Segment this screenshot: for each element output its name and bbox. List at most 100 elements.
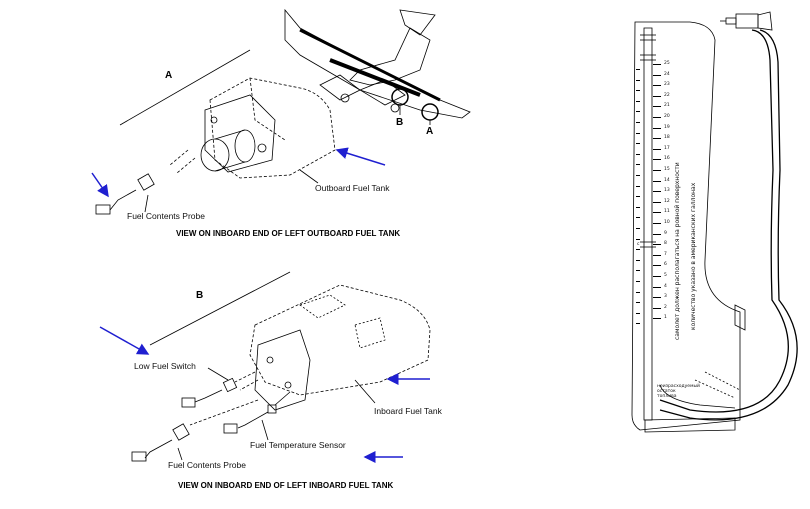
- callout-a-aircraft: A: [426, 126, 434, 137]
- gauge-nozzle: [735, 13, 759, 29]
- gauge-tick-6: 6: [664, 262, 667, 268]
- gauge-minor-tick: [636, 228, 640, 229]
- inboard-view-drawing: [131, 271, 431, 462]
- low-fuel-switch-connector: [181, 397, 196, 408]
- gauge-tick-mark: [653, 74, 661, 76]
- gauge-tick-16: 16: [664, 156, 670, 162]
- gauge-tick-mark: [653, 286, 661, 288]
- outboard-tank-outline: [209, 77, 336, 179]
- gauge-vertical-text-1: самолет должен располагаться на ровной п…: [674, 162, 681, 340]
- gauge-minor-tick: [636, 206, 640, 208]
- arrow-low-fuel-switch: [99, 326, 150, 355]
- inboard-probe-connector: [131, 451, 147, 462]
- gauge-tick-mark: [653, 64, 661, 65]
- gauge-tick-mark: [653, 106, 661, 108]
- gauge-tick-mark: [653, 180, 661, 182]
- gauge-tick-11: 11: [664, 209, 670, 215]
- gauge-minor-tick: [636, 164, 640, 166]
- gauge-minor-tick: [636, 249, 640, 251]
- gauge-tick-mark: [653, 148, 661, 150]
- gauge-minor-tick: [636, 132, 640, 134]
- gauge-tick-12: 12: [664, 198, 670, 204]
- outboard-fitting: [200, 138, 230, 172]
- aircraft-drawing: [284, 8, 471, 125]
- gauge-minor-tick: [636, 69, 640, 70]
- gauge-tick-mark: [653, 244, 661, 246]
- gauge-minor-tick: [636, 90, 640, 92]
- sight-gauge-drawing: [631, 11, 798, 433]
- gauge-tick-20: 20: [664, 114, 670, 119]
- tail: [399, 9, 436, 36]
- gauge-tick-mark: [653, 85, 661, 87]
- callout-a-main: A: [165, 70, 173, 81]
- gauge-tick-mark: [653, 191, 661, 193]
- gauge-tick-18: 18: [664, 135, 670, 141]
- gauge-tick-1: 1: [664, 315, 667, 321]
- gauge-tick-mark: [653, 254, 661, 256]
- gauge-tick-mark: [653, 297, 661, 299]
- gauge-tube: [643, 27, 653, 421]
- gauge-tick-19: 19: [664, 124, 670, 130]
- gauge-minor-tick: [636, 270, 640, 272]
- fuselage: [349, 27, 431, 86]
- gauge-minor-tick: [636, 143, 640, 145]
- gauge-minor-tick: [636, 79, 640, 81]
- gauge-minor-tick: [636, 185, 640, 187]
- gauge-tick-5: 5: [664, 273, 667, 278]
- inboard-tank-label: Inboard Fuel Tank: [374, 406, 442, 416]
- gauge-tick-mark: [653, 117, 661, 118]
- gauge-tick-7: 7: [664, 251, 667, 257]
- gauge-tick-mark: [653, 201, 661, 203]
- temp-sensor-connector: [223, 423, 238, 434]
- gauge-minor-tick: [636, 196, 640, 198]
- gauge-minor-tick: [636, 122, 640, 123]
- outboard-caption-part1: VIEW ON: [176, 229, 213, 238]
- gauge-minor-tick: [636, 312, 640, 314]
- gauge-vertical-text-2: количество указано в американских галлон…: [690, 182, 697, 330]
- gauge-tick-17: 17: [664, 145, 670, 151]
- gauge-frame: [631, 21, 741, 431]
- gauge-tick-10: 10: [664, 220, 670, 225]
- gauge-minor-tick: [636, 100, 640, 102]
- gauge-minor-tick: [636, 111, 640, 113]
- leader-line-a: [119, 49, 251, 126]
- gauge-tick-22: 22: [664, 92, 670, 98]
- gauge-tick-mark: [653, 170, 661, 171]
- gauge-tick-mark: [653, 138, 661, 140]
- gauge-tick-3: 3: [664, 294, 667, 300]
- gauge-minor-tick: [636, 238, 640, 240]
- outboard-caption-bold: INBO: [212, 229, 233, 238]
- gauge-minor-tick: [636, 153, 640, 155]
- gauge-tick-mark: [653, 233, 661, 235]
- arrow-probe-outboard: [91, 172, 109, 198]
- gauge-tick-mark: [653, 127, 661, 129]
- left-wing: [284, 8, 471, 119]
- blue-arrows: [91, 147, 430, 463]
- callout-b-main: B: [196, 290, 204, 301]
- gauge-tick-9: 9: [664, 230, 667, 236]
- gauge-small-note: неизрасходуемый остаток топлива: [657, 384, 700, 399]
- gauge-tick-mark: [653, 159, 661, 161]
- gauge-tick-mark: [653, 307, 661, 309]
- arrow-outboard-tank: [335, 147, 386, 166]
- outboard-caption-part2: ARD END OF LEFT OUTBOARD FUEL TANK: [232, 229, 401, 238]
- outboard-probe-label: Fuel Contents Probe: [127, 211, 205, 221]
- gauge-minor-tick: [636, 302, 640, 304]
- gauge-tick-mark: [653, 265, 661, 267]
- gauge-tick-4: 4: [664, 283, 667, 289]
- gauge-tick-2: 2: [664, 304, 667, 310]
- gauge-minor-tick: [636, 291, 640, 293]
- low-fuel-switch-label: Low Fuel Switch: [134, 361, 196, 371]
- inboard-probe-label: Fuel Contents Probe: [168, 460, 246, 470]
- outboard-view-drawing: [95, 49, 336, 215]
- gauge-tick-24: 24: [664, 71, 670, 77]
- gauge-tick-25: 25: [664, 61, 670, 66]
- gauge-tick-mark: [653, 95, 661, 97]
- gauge-minor-tick: [636, 217, 640, 219]
- outboard-probe-connector: [95, 204, 111, 215]
- callout-b-aircraft: B: [396, 117, 404, 128]
- gauge-tick-23: 23: [664, 82, 670, 88]
- gauge-tick-14: 14: [664, 177, 670, 183]
- gauge-minor-tick: [636, 175, 640, 176]
